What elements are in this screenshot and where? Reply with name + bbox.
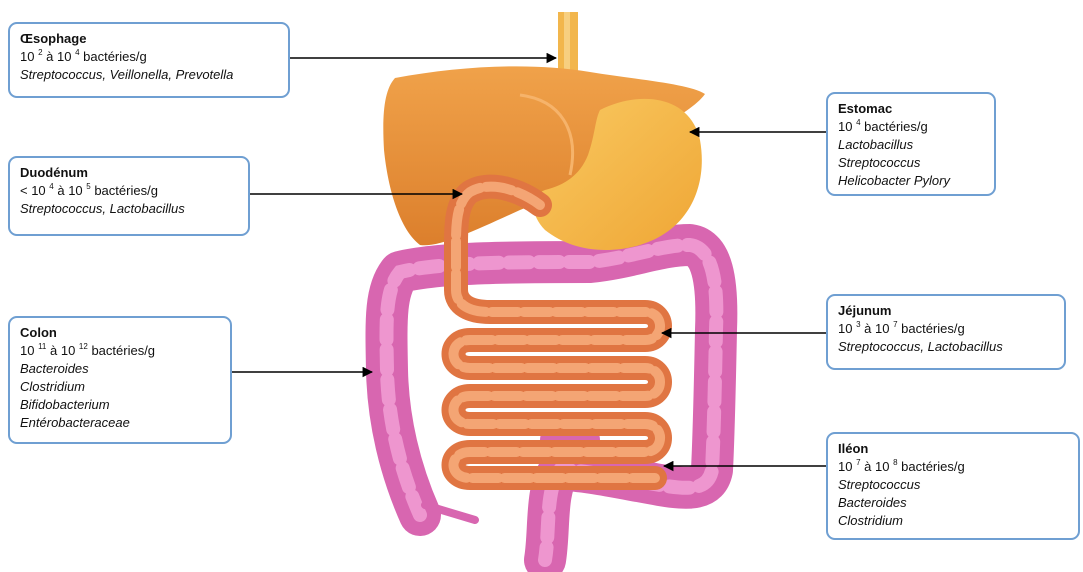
bacteria-list-item: Streptococcus [838, 476, 1068, 494]
label-title: Œsophage [20, 30, 278, 48]
bacteria-list-item: Helicobacter Pylory [838, 172, 984, 190]
bacteria-count: 10 11 à 10 12 bactéries/g [20, 342, 220, 360]
label-jejunum: Jéjunum 10 3 à 10 7 bactéries/g Streptoc… [826, 294, 1066, 370]
label-title: Iléon [838, 440, 1068, 458]
label-title: Colon [20, 324, 220, 342]
bacteria-list-item: Bifidobacterium [20, 396, 220, 414]
bacteria-count: 10 3 à 10 7 bactéries/g [838, 320, 1054, 338]
label-title: Estomac [838, 100, 984, 118]
bacteria-count: 10 7 à 10 8 bactéries/g [838, 458, 1068, 476]
bacteria-list-item: Clostridium [838, 512, 1068, 530]
bacteria-list-item: Streptococcus, Veillonella, Prevotella [20, 66, 278, 84]
label-title: Duodénum [20, 164, 238, 182]
label-ileon: Iléon 10 7 à 10 8 bactéries/g Streptococ… [826, 432, 1080, 540]
label-duodenum: Duodénum < 10 4 à 10 5 bactéries/g Strep… [8, 156, 250, 236]
label-estomac: Estomac 10 4 bactéries/g Lactobacillus S… [826, 92, 996, 196]
bacteria-count: 10 4 bactéries/g [838, 118, 984, 136]
bacteria-count: 10 2 à 10 4 bactéries/g [20, 48, 278, 66]
label-colon: Colon 10 11 à 10 12 bactéries/g Bacteroi… [8, 316, 232, 444]
bacteria-list-item: Bacteroides [838, 494, 1068, 512]
bacteria-list-item: Streptococcus, Lactobacillus [838, 338, 1054, 356]
bacteria-list-item: Streptococcus [838, 154, 984, 172]
bacteria-list-item: Lactobacillus [838, 136, 984, 154]
label-oesophage: Œsophage 10 2 à 10 4 bactéries/g Strepto… [8, 22, 290, 98]
label-title: Jéjunum [838, 302, 1054, 320]
bacteria-list-item: Streptococcus, Lactobacillus [20, 200, 238, 218]
bacteria-list-item: Entérobacteraceae [20, 414, 220, 432]
bacteria-count: < 10 4 à 10 5 bactéries/g [20, 182, 238, 200]
bacteria-list-item: Bacteroides [20, 360, 220, 378]
bacteria-list-item: Clostridium [20, 378, 220, 396]
